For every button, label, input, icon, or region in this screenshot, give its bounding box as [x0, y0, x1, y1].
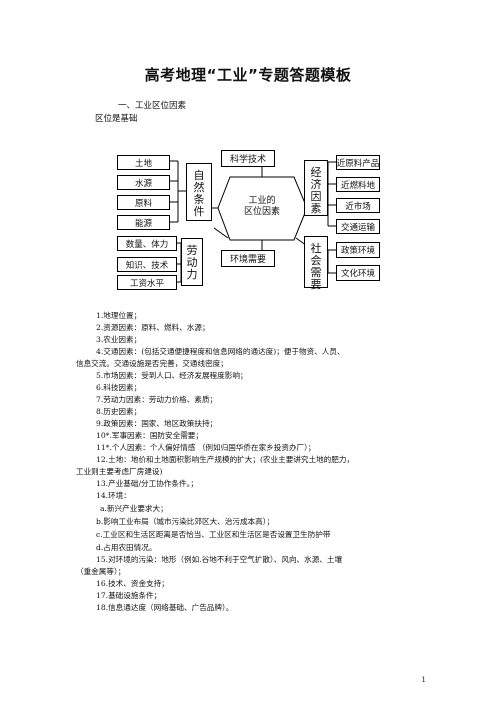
- box-near-raw: 近原料产品: [336, 155, 380, 170]
- box-science-tech: 科学技术: [221, 150, 275, 167]
- box-wage: 工资水平: [117, 275, 177, 290]
- box-water: 水源: [117, 175, 170, 190]
- list-item: b.影响工业布局（城市污染比郊区大、治污成本高）；: [96, 517, 275, 526]
- center-hexagon: [217, 176, 308, 241]
- box-policy: 政策环境: [336, 242, 380, 258]
- list-item: 4.交通因素：(包括交通便捷程度和信息网络的通达度)；便于物资、人员、: [96, 347, 345, 356]
- list-item: 8.历史因素；: [96, 407, 142, 416]
- list-item: 工业则主要考虑厂房建设): [76, 467, 163, 476]
- box-energy: 能源: [117, 215, 170, 230]
- list-item: 1.地理位置；: [96, 311, 142, 320]
- box-land: 土地: [117, 155, 170, 170]
- subsection-heading: 区位是基础: [95, 114, 138, 124]
- list-item: 13.产业基础/分工协作条件。；: [96, 479, 198, 488]
- list-item: a.新兴产业要求大；: [100, 504, 168, 513]
- list-item: 2.资源因素：原料、燃料、水源；: [96, 323, 210, 332]
- list-item: 9.政策因素：国家、地区政策扶持；: [96, 419, 218, 428]
- center-label: 工业的 区位因素: [243, 196, 280, 217]
- list-item: 5.市场因素：受到人口、经济发展程度影响；: [96, 371, 248, 380]
- list-item: 3.农业因素；: [96, 335, 142, 344]
- list-item: （重金属等）；: [76, 567, 126, 576]
- list-item: 14.环境：: [96, 491, 131, 500]
- label-social-needs: 社 会 需 要: [304, 236, 328, 291]
- list-item: 12.土地：地价和土地面积影响生产规模的扩大；(农业主要讲究土地的肥力，: [96, 455, 355, 464]
- box-near-fuel: 近燃料地: [336, 177, 380, 192]
- list-item: 16.技术、资金支持；: [96, 579, 169, 588]
- box-transport: 交通运输: [336, 219, 380, 234]
- box-near-market: 近市场: [336, 198, 380, 213]
- page-title: 高考地理“工业”专题答题模板: [144, 66, 352, 84]
- label-economic-factors: 经 济 因 素: [304, 160, 328, 216]
- list-item: c.工业区和生活区距离是否恰当、工业区和生活区是否设置卫生防护带: [96, 530, 331, 539]
- label-natural-conditions: 自 然 条 件: [186, 163, 212, 221]
- list-item: 信息交流。交通设施是否完善，交通线密度；: [76, 359, 228, 368]
- box-culture: 文化环境: [336, 265, 380, 281]
- list-item: 10*.军事因素：国防安全需要；: [96, 431, 203, 440]
- list-item: 7.劳动力因素：劳动力价格、素质；: [96, 395, 218, 404]
- box-material: 原料: [117, 195, 170, 210]
- box-knowledge: 知识、技术: [117, 257, 177, 272]
- list-item: d.占用农田情况。: [96, 543, 157, 552]
- list-item: 6.科技因素；: [96, 383, 142, 392]
- section-heading: 一、工业区位因素: [118, 101, 187, 111]
- box-environment: 环境需要: [221, 250, 275, 267]
- list-item: 18.信息通达度（网络基础、广告品牌）。: [96, 603, 234, 612]
- box-quantity: 数量、体力: [117, 236, 177, 251]
- page-number: 1: [421, 676, 426, 684]
- list-item: 17.基础设施条件；: [96, 591, 162, 600]
- list-item: 15.对环境的污染：地形（例如.谷地不利于空气扩散）、风向、水源、土壤: [96, 555, 343, 564]
- list-item: 11*.个人因素：个人偏好情感 （例如归国华侨在家乡投资办厂）；: [96, 443, 316, 452]
- label-labor: 劳 动 力: [181, 238, 203, 286]
